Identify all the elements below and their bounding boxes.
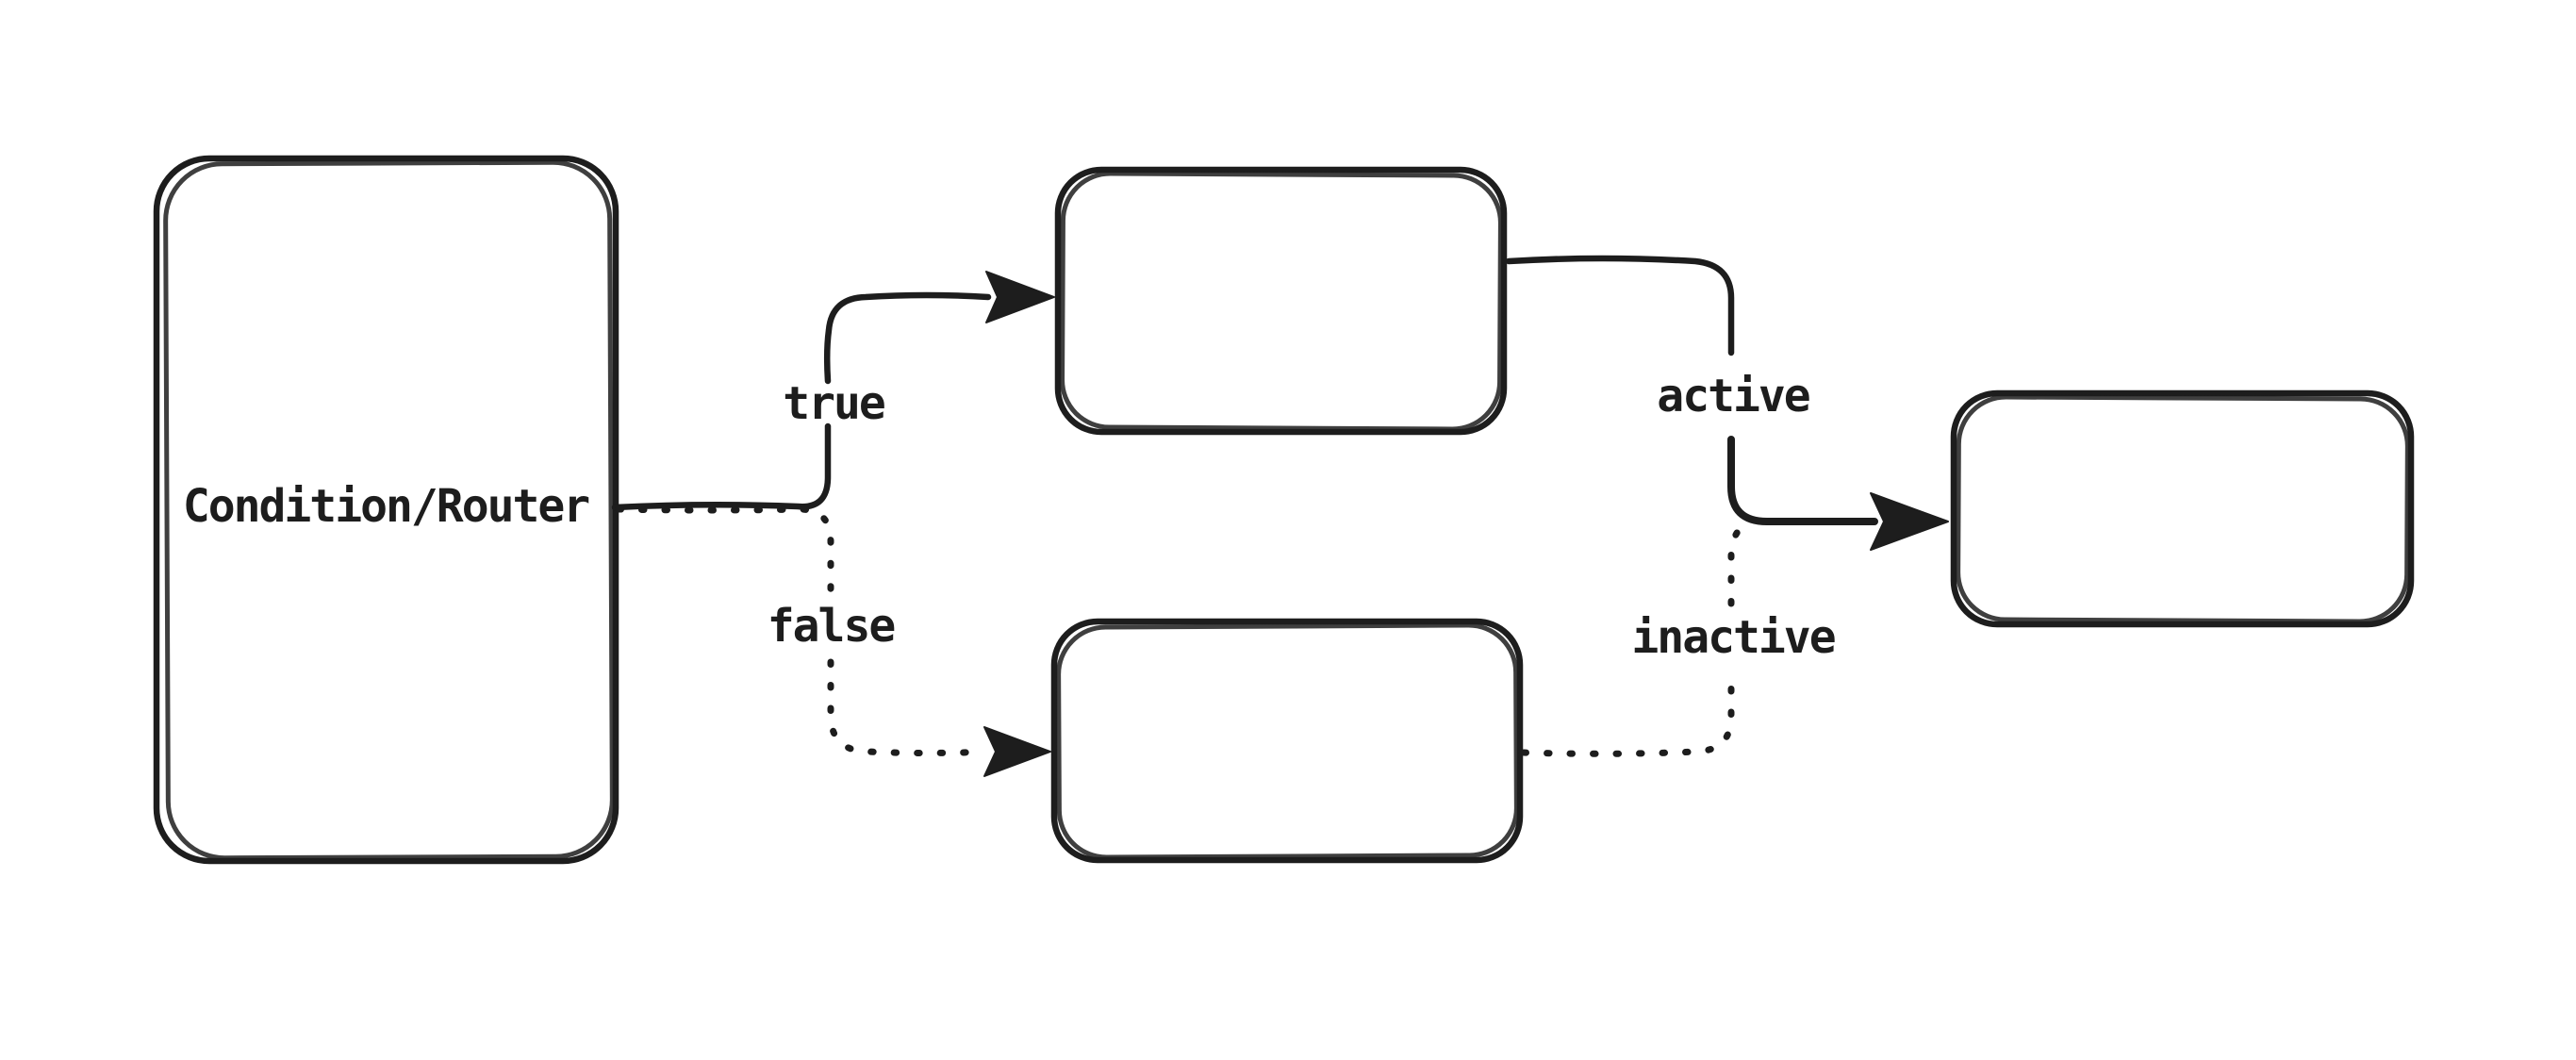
arrowhead [1870,492,1949,551]
node-box-echo [1060,171,1503,432]
node-box [1950,389,2415,628]
edge-line-segment [1520,668,1735,757]
edge-inactive[interactable]: inactive [1520,522,1837,757]
edge-label: active [1657,370,1808,422]
edge-line-segment [1727,522,1747,607]
node-label: Condition/Router [183,480,588,533]
edge-label: true [783,377,884,430]
edge-active[interactable]: active [1505,255,1949,551]
edge-label: inactive [1631,611,1834,664]
edge-true[interactable]: true [611,271,1055,511]
edge-false[interactable]: false [615,505,1051,777]
edge-line-segment [823,291,992,385]
node-output[interactable] [1950,389,2415,628]
arrowhead [983,726,1051,777]
node-false-branch[interactable] [1050,618,1524,864]
edge-label: false [768,600,895,653]
node-box-echo [1956,394,2410,624]
arrowhead [985,271,1055,323]
edge-line-segment [611,422,832,511]
edge-line-segment [1727,436,1878,525]
node-true-branch[interactable] [1054,166,1508,436]
node-condition-router[interactable]: Condition/Router [153,155,619,865]
node-box-echo [1056,622,1519,860]
node-box [1050,618,1524,864]
edge-line-segment [1505,255,1735,356]
edge-line-segment [827,658,990,756]
node-box-echo [163,159,615,861]
edge-line-segment [615,505,834,594]
node-box [1054,166,1508,436]
